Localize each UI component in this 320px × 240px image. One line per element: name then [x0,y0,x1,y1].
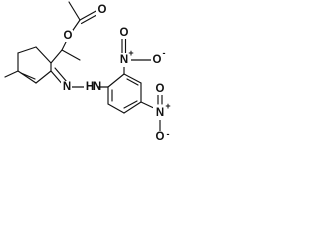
ring-double-bond [20,72,36,80]
structure-diagram: O O N H N N + O - O O N + O - [0,0,181,152]
nitro-top-plus: + [128,48,133,58]
methyl-2-bond [61,49,81,61]
molecule-drawing: O O N H N N + O - O O N + O - [4,1,171,143]
benzene-bond-2 [123,73,142,84]
ring-bond-2 [17,46,37,54]
amine-nitrogen: H N [84,81,101,93]
benzene-bond-1 [107,73,125,88]
cyclohexene-ring [4,46,52,84]
nitro-top-o-right: O [153,54,162,66]
nitro-top-minus: - [163,48,166,58]
nitro-right-plus: + [165,101,170,111]
ester-o-label: O [64,30,73,42]
benzene-double-1 [126,78,139,86]
nitro-top-n-label: N [120,54,128,66]
ring-bond-5 [35,70,52,84]
nitro-right-n-label: N [156,107,164,119]
nitro-right: O N + O - [153,83,171,143]
benzene-double-2 [123,100,138,109]
ring-methyl-bond [4,70,19,78]
carbonyl-o-label: O [98,4,107,16]
ring-link-bond [50,49,63,64]
acetate-group [61,1,101,51]
ester-oxygen: O [62,30,73,42]
benzene-ring [107,73,142,114]
ring-bond-1 [35,46,52,64]
amine-h-label: H [86,81,94,93]
benzene-bond-4 [123,101,142,114]
quaternary-carbon [50,49,81,64]
nitro-top: N + O - O [115,27,166,67]
methyl-bond [68,1,81,21]
nitro-right-minus: - [167,129,170,139]
nitro-top-o-up: O [120,27,129,39]
amine-n-label: N [93,81,101,93]
benzene-bond-5 [107,103,125,114]
hydrazone-nitrogen: N [61,81,72,93]
carbonyl-bond-1 [79,9,99,21]
hydrazone-n-label: N [63,81,71,93]
nitro-right-o-down: O [156,131,165,143]
nitro-right-o-up: O [156,83,165,95]
imine-bond-2 [54,67,68,83]
carbonyl-oxygen: O [96,4,107,16]
